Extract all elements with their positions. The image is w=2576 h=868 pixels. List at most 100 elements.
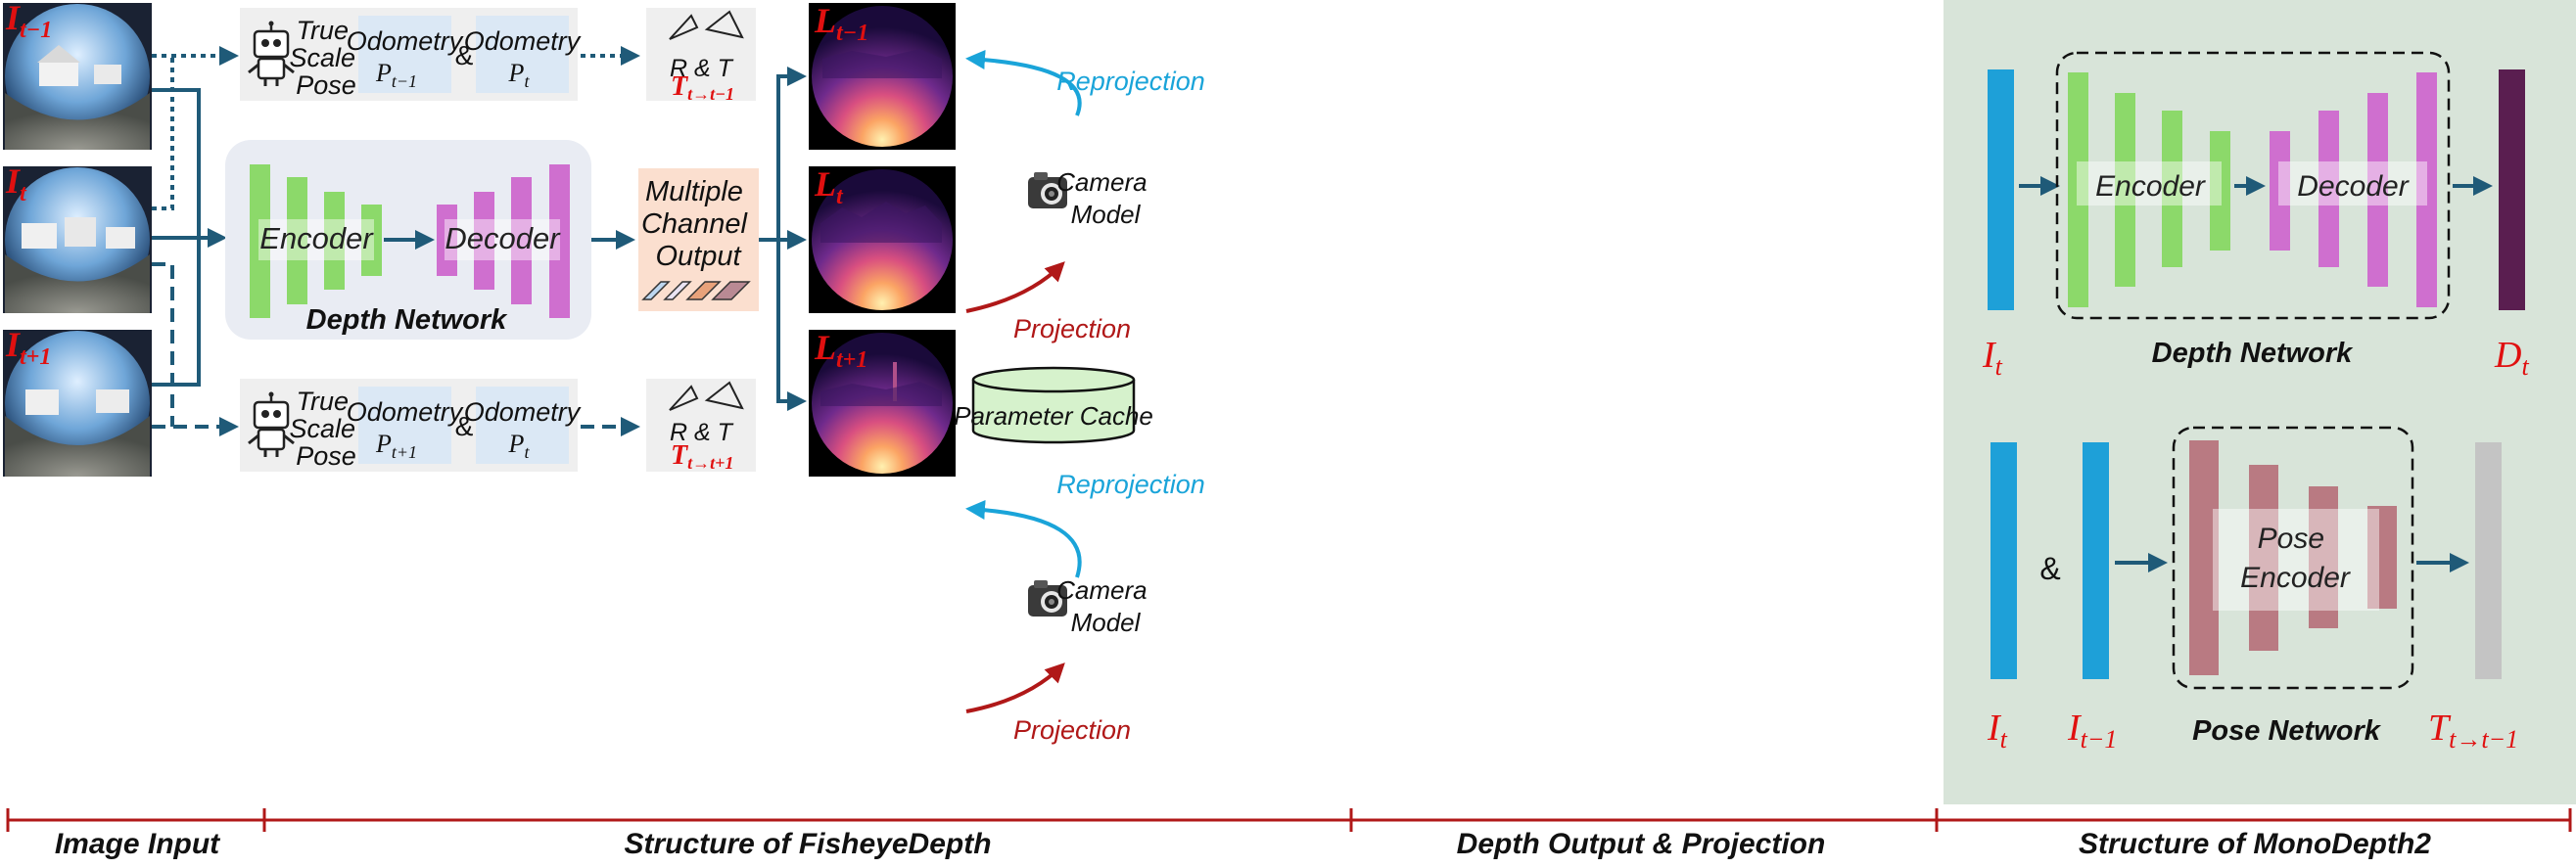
md2-depth-output-label: Dt	[2494, 335, 2529, 381]
odometry-box-current-title: Odometry	[464, 397, 582, 427]
depth-network-block: Encoder Decoder Depth Network	[225, 140, 591, 340]
reprojection-bottom-label: Reprojection	[1056, 470, 1205, 499]
projection-top-arrow	[965, 261, 1065, 313]
odometry-panel-top: True Scale Pose Odometry Pt−1 & Odometry…	[240, 8, 582, 101]
camera-model-line-1: Camera	[1056, 167, 1147, 197]
md2-depth-input-label: It	[1982, 335, 2003, 381]
md2-pose-encoder-line-1: Pose	[2258, 523, 2324, 555]
projection-block: Reprojection Camera Model Projection Par…	[954, 50, 1205, 745]
robot-icon	[248, 21, 295, 86]
depth-decoder-label: Decoder	[445, 221, 561, 255]
transform-label-top: Tt→t−1	[671, 71, 734, 104]
md2-pose-amp: &	[2039, 551, 2060, 586]
input-frame-next: It+1	[3, 325, 152, 477]
camera-icon	[1028, 172, 1067, 208]
md2-pose-encoder-bars	[2189, 440, 2397, 675]
depth-prev-label: Lt−1	[814, 1, 868, 46]
svg-text:Multiple Channel O: Multiple Channel Output	[641, 176, 755, 272]
monodepth2-panel	[1944, 0, 2576, 804]
multi-channel-output: Multiple Channel Output	[638, 168, 759, 311]
multi-output-line-3: Output	[655, 241, 742, 272]
md2-pose-input-label-2: It−1	[2067, 708, 2117, 754]
depth-output-prev: Lt−1	[809, 1, 956, 150]
input-frame-current: It	[3, 161, 152, 313]
md2-pose-dashed-box	[2172, 426, 2414, 690]
decoder-bars	[437, 164, 570, 318]
odometry-box-current-sub: Pt	[508, 59, 531, 91]
section-structure-monodepth2: Structure of MonoDepth2	[2079, 828, 2431, 860]
monodepth2-depth-network: Encoder Decoder Depth Network It Dt	[1982, 51, 2529, 381]
odometry-box-prev	[358, 16, 451, 93]
svg-text:True Scale Pose: True Scale Pose	[289, 16, 362, 100]
transform-label-bottom: Tt→t+1	[671, 440, 733, 473]
md2-pose-output-bar	[2475, 442, 2502, 679]
md2-depth-dashed-box	[2055, 51, 2451, 320]
odometry-box-next-sub: Pt+1	[375, 430, 417, 462]
rt-label-top: R & T	[670, 55, 734, 82]
md2-pose-encoder-line-2: Encoder	[2240, 562, 2351, 594]
reprojection-bottom-arrow	[965, 500, 1082, 578]
true-scale-line-3: Pose	[296, 70, 356, 100]
projection-bottom-label: Projection	[1013, 715, 1131, 745]
reprojection-top-label: Reprojection	[1056, 67, 1205, 96]
true-scale-line-1: True	[296, 387, 349, 416]
robot-icon	[248, 391, 295, 457]
odometry-box-next-title: Odometry	[347, 397, 464, 427]
section-divider	[6, 808, 2572, 832]
reprojection-top-arrow	[965, 50, 1082, 116]
rt-label-bottom: R & T	[670, 419, 734, 446]
depth-output-current: Lt	[809, 164, 956, 313]
svg-text:True Scale Pose: True Scale Pose	[289, 387, 362, 471]
odometry-box-current	[476, 16, 569, 93]
pose-frustum-icon	[669, 10, 744, 40]
svg-text:Pose Encoder: Pose Encoder	[2240, 523, 2351, 594]
section-image-input: Image Input	[55, 828, 221, 860]
input-frame-prev: It−1	[3, 0, 152, 150]
true-scale-line-2: Scale	[289, 414, 355, 443]
md2-encoder-bars	[2068, 72, 2230, 307]
md2-input-bar	[1988, 69, 2014, 310]
camera-model-line-1: Camera	[1056, 575, 1147, 605]
md2-output-bar	[2499, 69, 2525, 310]
input-current-label: It	[5, 161, 27, 206]
depth-output-next: Lt+1	[809, 328, 956, 477]
input-prev-label: It−1	[5, 0, 52, 43]
camera-model-line-2: Model	[1071, 608, 1142, 637]
true-scale-line-3: Pose	[296, 441, 356, 471]
md2-decoder-label: Decoder	[2297, 170, 2409, 203]
md2-depth-title: Depth Network	[2152, 338, 2355, 369]
projection-bottom-arrow	[965, 662, 1065, 713]
odometry-box-prev-sub: Pt−1	[375, 59, 417, 91]
channel-blocks-icon	[641, 281, 751, 300]
md2-pose-input-bar-2	[2083, 442, 2109, 679]
camera-icon	[1028, 580, 1067, 617]
odometry-box-next	[358, 387, 451, 464]
md2-pose-input-bar-1	[1991, 442, 2017, 679]
md2-pose-title: Pose Network	[2192, 715, 2382, 747]
svg-text:Camera Model: Camera Model	[1056, 575, 1154, 637]
odometry-amp: &	[455, 411, 474, 441]
md2-decoder-bars	[2270, 72, 2437, 307]
depth-current-label: Lt	[814, 164, 844, 209]
pose-frustum-icon	[669, 381, 744, 411]
md2-pose-input-label-1: It	[1987, 708, 2008, 754]
md2-pose-output-label: Tt→t−1	[2428, 708, 2518, 754]
parameter-cache-label: Parameter Cache	[954, 401, 1153, 431]
rt-panel-bottom: R & T Tt→t+1	[646, 379, 756, 473]
odometry-box-current	[476, 387, 569, 464]
svg-text:Camera Model: Camera Model	[1056, 167, 1154, 229]
multi-output-line-2: Channel	[641, 208, 749, 240]
multi-output-line-1: Multiple	[645, 176, 743, 207]
depth-next-label: Lt+1	[814, 328, 867, 373]
projection-top-label: Projection	[1013, 314, 1131, 343]
odometry-box-current-sub: Pt	[508, 430, 531, 462]
section-depth-output-projection: Depth Output & Projection	[1457, 828, 1826, 860]
output-connectors	[759, 67, 807, 411]
rt-panel-top: R & T Tt→t−1	[646, 8, 756, 104]
depth-network-title: Depth Network	[306, 304, 509, 336]
input-connectors	[152, 46, 239, 436]
odometry-box-prev-title: Odometry	[347, 26, 464, 56]
parameter-cache: Parameter Cache	[954, 366, 1153, 444]
md2-encoder-label: Encoder	[2095, 170, 2206, 203]
